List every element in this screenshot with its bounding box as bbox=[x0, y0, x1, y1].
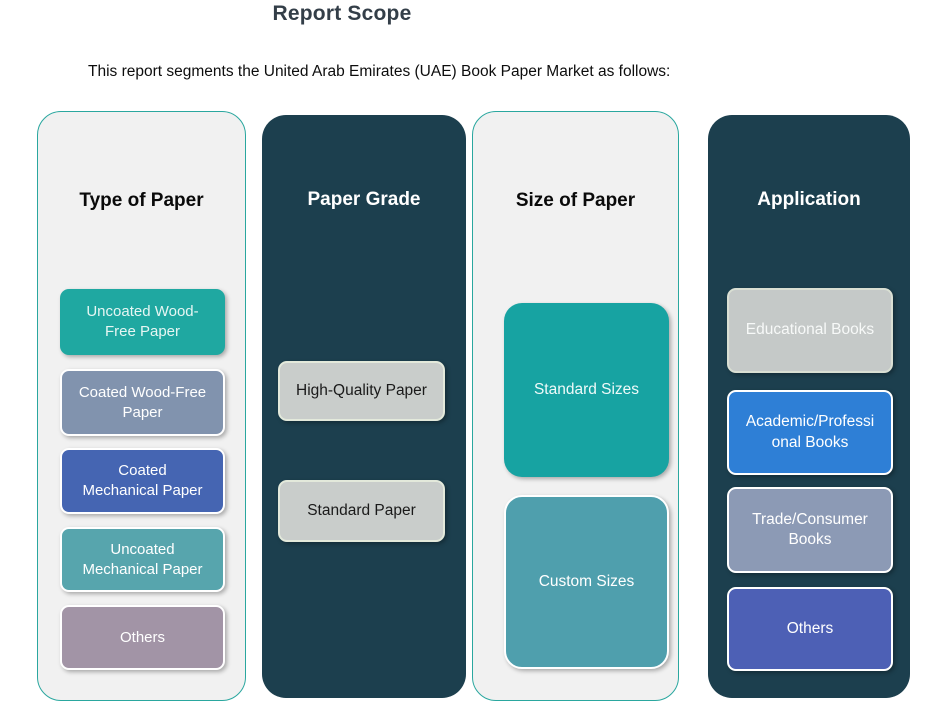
item-standard-paper: Standard Paper bbox=[278, 480, 445, 542]
item-type-others: Others bbox=[60, 605, 225, 670]
column-header-paper-grade: Paper Grade bbox=[307, 189, 421, 210]
column-header-application: Application bbox=[757, 189, 861, 210]
item-coated-wood-free-paper: Coated Wood-Free Paper bbox=[60, 369, 225, 436]
column-header-type-of-paper: Type of Paper bbox=[79, 190, 204, 211]
item-custom-sizes: Custom Sizes bbox=[504, 495, 669, 669]
page-title: Report Scope bbox=[272, 2, 412, 25]
column-header-size-of-paper: Size of Paper bbox=[515, 190, 636, 211]
item-standard-sizes: Standard Sizes bbox=[504, 303, 669, 477]
item-application-others: Others bbox=[727, 587, 893, 671]
column-paper-grade: Paper Grade High-Quality Paper Standard … bbox=[262, 115, 466, 698]
item-academic-professional-books: Academic/Professi onal Books bbox=[727, 390, 893, 475]
item-uncoated-wood-free-paper: Uncoated Wood- Free Paper bbox=[60, 289, 225, 355]
column-type-of-paper: Type of Paper Uncoated Wood- Free Paper … bbox=[37, 111, 246, 701]
page-subtitle: This report segments the United Arab Emi… bbox=[88, 63, 671, 80]
column-size-of-paper: Size of Paper Standard Sizes Custom Size… bbox=[472, 111, 679, 701]
item-uncoated-mechanical-paper: Uncoated Mechanical Paper bbox=[60, 527, 225, 592]
item-trade-consumer-books: Trade/Consumer Books bbox=[727, 487, 893, 573]
column-application: Application Educational Books Academic/P… bbox=[708, 115, 910, 698]
item-educational-books: Educational Books bbox=[727, 288, 893, 373]
item-high-quality-paper: High-Quality Paper bbox=[278, 361, 445, 421]
item-coated-mechanical-paper: Coated Mechanical Paper bbox=[60, 448, 225, 514]
